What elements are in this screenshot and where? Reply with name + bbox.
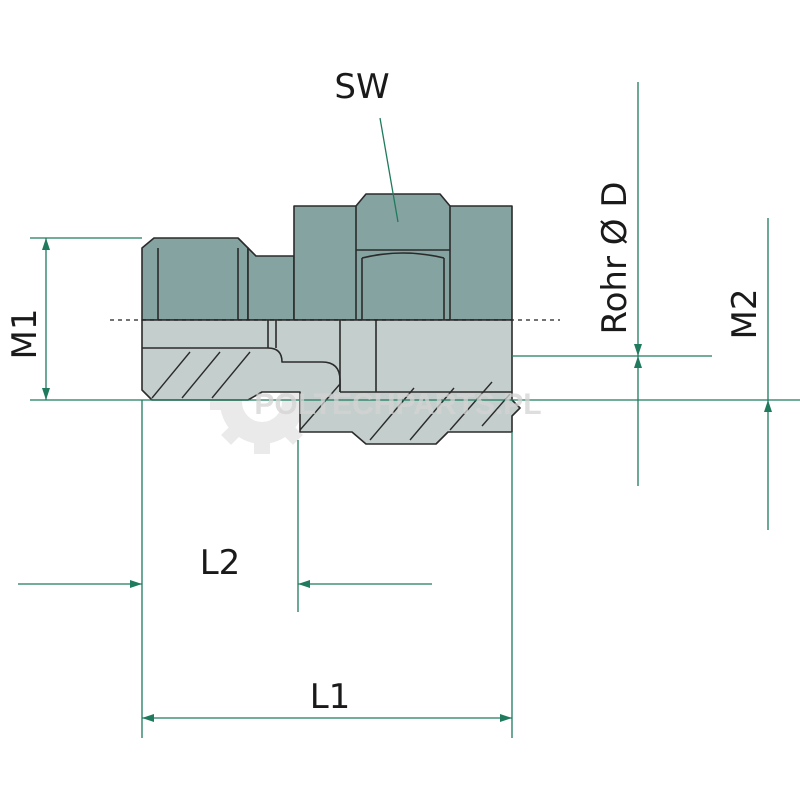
label-m1: M1 bbox=[5, 309, 45, 360]
leader-sw bbox=[379, 117, 399, 223]
fitting-upper-half bbox=[141, 193, 513, 321]
dimension-m1 bbox=[30, 237, 142, 400]
label-sw: SW bbox=[334, 67, 389, 107]
dimension-l2 bbox=[18, 400, 432, 738]
dimension-rohr bbox=[512, 82, 712, 486]
label-l1: L1 bbox=[310, 677, 351, 717]
label-l2: L2 bbox=[200, 543, 241, 583]
dimension-m2 bbox=[764, 218, 772, 530]
fitting-lower-section bbox=[141, 319, 521, 445]
label-m2: M2 bbox=[725, 289, 765, 340]
label-rohr: Rohr Ø D bbox=[595, 182, 635, 335]
dimension-l1 bbox=[142, 432, 513, 738]
watermark-text: POLTECHPARTS.PL bbox=[254, 388, 541, 421]
